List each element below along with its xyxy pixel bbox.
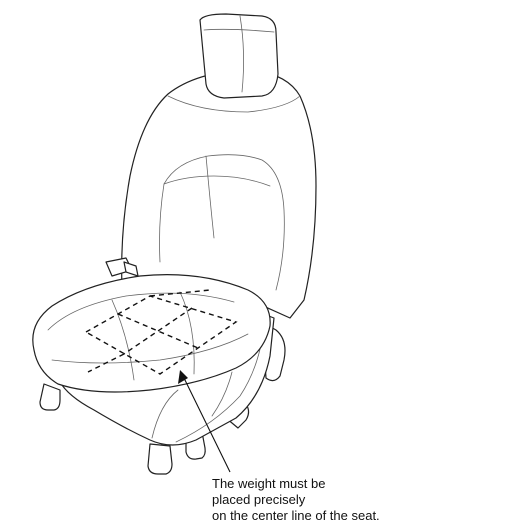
recline-lever [105,257,139,277]
seat-backrest [121,69,317,319]
callout-line-2: placed precisely [212,492,306,507]
callout-text: The weight must be placed precisely on t… [212,476,502,524]
callout-line-1: The weight must be [212,476,326,491]
callout-line-3: on the center line of the seat. [212,508,380,523]
seat-cushion [32,274,271,393]
weight-placement-zone [84,289,238,375]
callout-arrow [178,370,231,473]
seat-headrest [199,13,279,99]
